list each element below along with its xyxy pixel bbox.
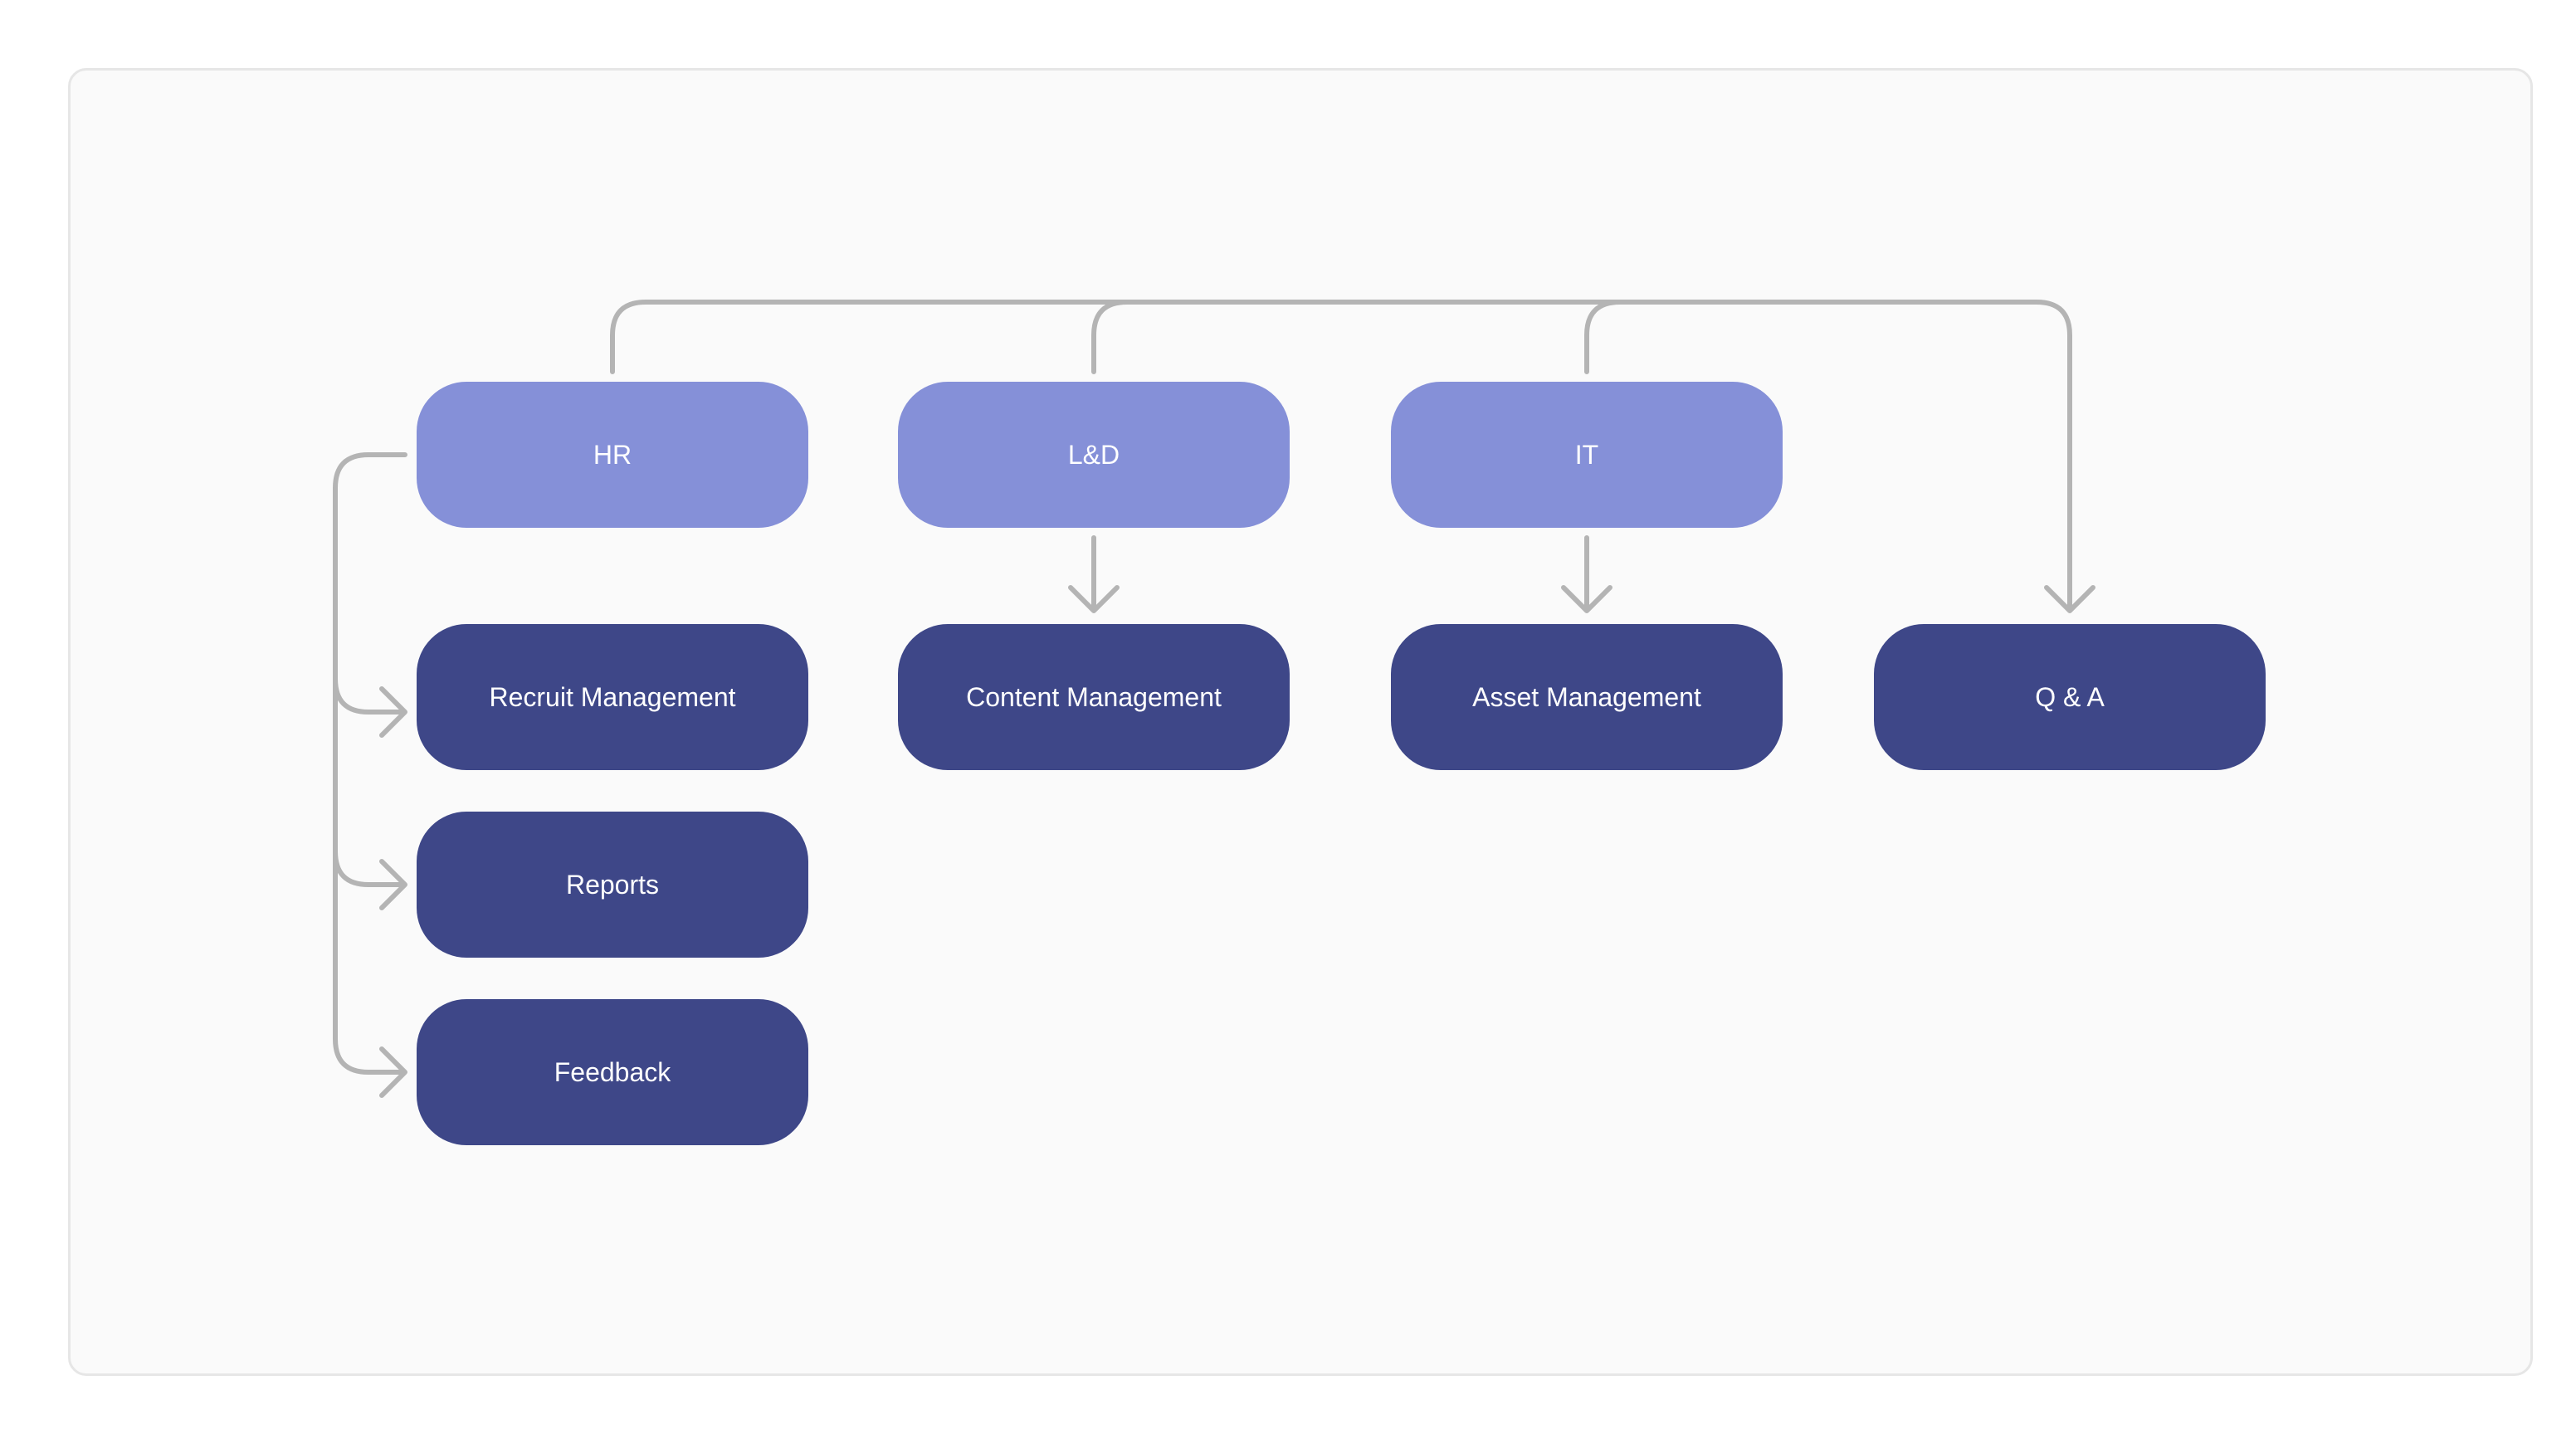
node-reports-label: Reports xyxy=(565,869,660,900)
arrowhead-recruit xyxy=(379,686,407,738)
node-asset-management[interactable]: Asset Management xyxy=(1391,624,1783,770)
connector-hr-to-recruit xyxy=(333,676,404,715)
node-recruit-management[interactable]: Recruit Management xyxy=(417,624,808,770)
node-it[interactable]: IT xyxy=(1391,382,1783,528)
connector-hr-to-reports xyxy=(333,849,404,887)
node-q-and-a-label: Q & A xyxy=(2035,681,2105,712)
node-content-management[interactable]: Content Management xyxy=(898,624,1290,770)
node-reports[interactable]: Reports xyxy=(417,812,808,958)
arrowhead-feedback xyxy=(379,1046,407,1098)
connector-hr-trunk xyxy=(333,452,407,1075)
node-ld[interactable]: L&D xyxy=(898,382,1290,528)
arrowhead-reports xyxy=(379,859,407,910)
node-hr[interactable]: HR xyxy=(417,382,808,528)
connector-bus-to-qa xyxy=(610,300,2072,608)
node-feedback-label: Feedback xyxy=(554,1056,671,1087)
node-hr-label: HR xyxy=(593,439,632,470)
node-recruit-management-label: Recruit Management xyxy=(489,681,736,712)
connector-ld-to-bus xyxy=(1091,300,1129,374)
node-content-management-label: Content Management xyxy=(966,681,1222,712)
connector-it-to-bus xyxy=(1584,300,1622,374)
arrowhead-asset xyxy=(1561,585,1612,613)
arrowhead-content xyxy=(1068,585,1120,613)
node-ld-label: L&D xyxy=(1067,439,1120,470)
node-it-label: IT xyxy=(1574,439,1599,470)
node-q-and-a[interactable]: Q & A xyxy=(1874,624,2266,770)
node-asset-management-label: Asset Management xyxy=(1472,681,1701,712)
arrowhead-qa xyxy=(2044,585,2095,613)
node-feedback[interactable]: Feedback xyxy=(417,999,808,1145)
